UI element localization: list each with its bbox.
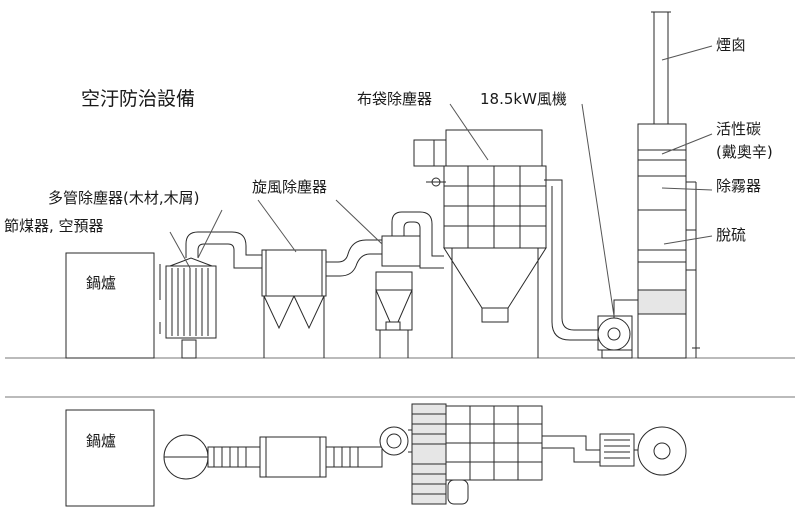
fan-plan: [599, 433, 635, 467]
cyclone-label: 旋風除塵器: [252, 178, 328, 196]
boiler-plan: [65, 409, 155, 507]
multicyclone-plan: [379, 426, 409, 456]
cyclone-plan: [259, 436, 327, 478]
chimney-label: 煙囪: [716, 36, 747, 54]
duct-1: [185, 231, 262, 269]
boiler-top-label: 鍋爐: [86, 432, 117, 450]
boiler-side-label: 鍋爐: [86, 274, 117, 292]
plan-duct: [542, 435, 600, 463]
economizer-label: 節煤器, 空預器: [4, 217, 104, 235]
baghouse-unit: [413, 129, 547, 358]
tower-plan: [637, 426, 687, 476]
leader-lines: [169, 45, 713, 317]
economizer-unit: [159, 257, 217, 359]
boiler-body: [65, 252, 155, 359]
scrubber-tower: [630, 123, 700, 359]
cyclone-unit: [261, 249, 327, 358]
duct-3: [391, 211, 444, 269]
activated-carbon-label: 活性碳: [716, 120, 762, 138]
dioxin-label: (戴奧辛): [716, 143, 773, 161]
side-elevation: [5, 11, 795, 398]
baghouse-plan: [411, 403, 543, 505]
demister-label: 除霧器: [716, 177, 762, 195]
fan-unit: [597, 299, 638, 359]
baghouse-label: 布袋除塵器: [357, 90, 433, 108]
duct-2: [326, 239, 382, 277]
multicyclone-unit: [375, 235, 421, 358]
plan-view: [65, 403, 687, 507]
chimney-unit: [651, 11, 671, 125]
multicyclone-label: 多管除塵器(木材,木屑): [48, 189, 200, 207]
fan-label: 18.5kW風機: [480, 90, 567, 108]
desulfurization-label: 脫硫: [716, 226, 747, 244]
duct-4: [544, 179, 600, 341]
diagram-title: 空汙防治設備: [81, 88, 196, 110]
